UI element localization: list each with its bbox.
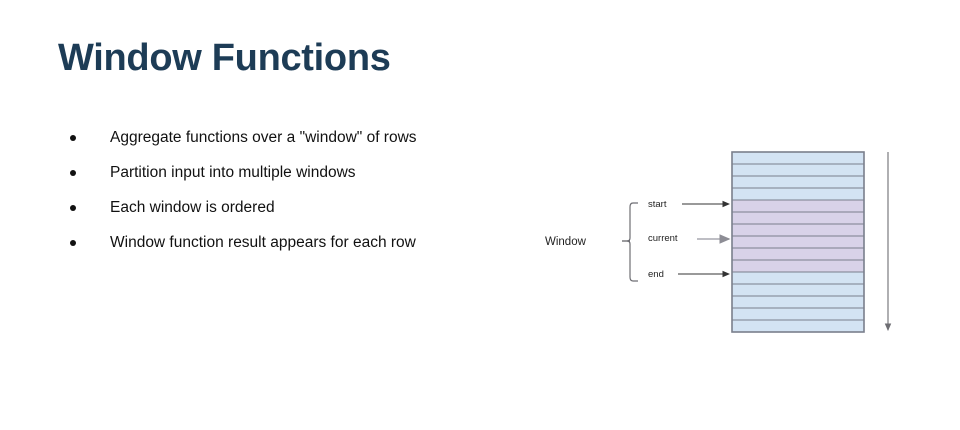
list-item: Each window is ordered [60, 198, 430, 219]
list-item-label: Aggregate functions over a "window" of r… [110, 129, 417, 146]
list-item-label: Window function result appears for each … [110, 233, 416, 251]
list-item: Partition input into multiple windows [60, 163, 430, 184]
start-label: start [648, 199, 667, 210]
table-row [731, 295, 865, 309]
end-label: end [648, 269, 664, 280]
row-stack [731, 151, 865, 333]
list-item: Window function result appears for each … [60, 233, 430, 254]
bullet-dot-icon [70, 135, 76, 141]
table-row [731, 319, 865, 333]
table-row [731, 163, 865, 177]
bullet-dot-icon [70, 204, 76, 211]
table-row-window [731, 199, 865, 213]
list-item: Aggregate functions over a "window" of r… [60, 128, 430, 149]
window-label: Window [545, 236, 587, 248]
table-row [731, 175, 865, 189]
table-row-window [731, 259, 865, 273]
table-row [731, 271, 865, 285]
list-item-label: Partition input into multiple windows [110, 163, 356, 181]
table-row-window [731, 211, 865, 225]
table-row [731, 151, 865, 165]
table-row-window [731, 235, 865, 249]
window-brace-icon [622, 202, 638, 282]
current-label: current [648, 233, 678, 244]
table-row-window [731, 223, 865, 237]
list-item-label: Each window is ordered [110, 198, 275, 216]
table-row [731, 307, 865, 321]
page-title: Window Functions [58, 37, 391, 79]
table-row [731, 283, 865, 297]
table-row-window [731, 247, 865, 261]
window-frame-diagram: Window start current end [530, 140, 930, 350]
table-outline [731, 151, 865, 333]
bullet-dot-icon [70, 239, 76, 246]
bullet-list: Aggregate functions over a "window" of r… [60, 128, 430, 254]
table-row [731, 187, 865, 201]
bullet-dot-icon [70, 169, 76, 176]
